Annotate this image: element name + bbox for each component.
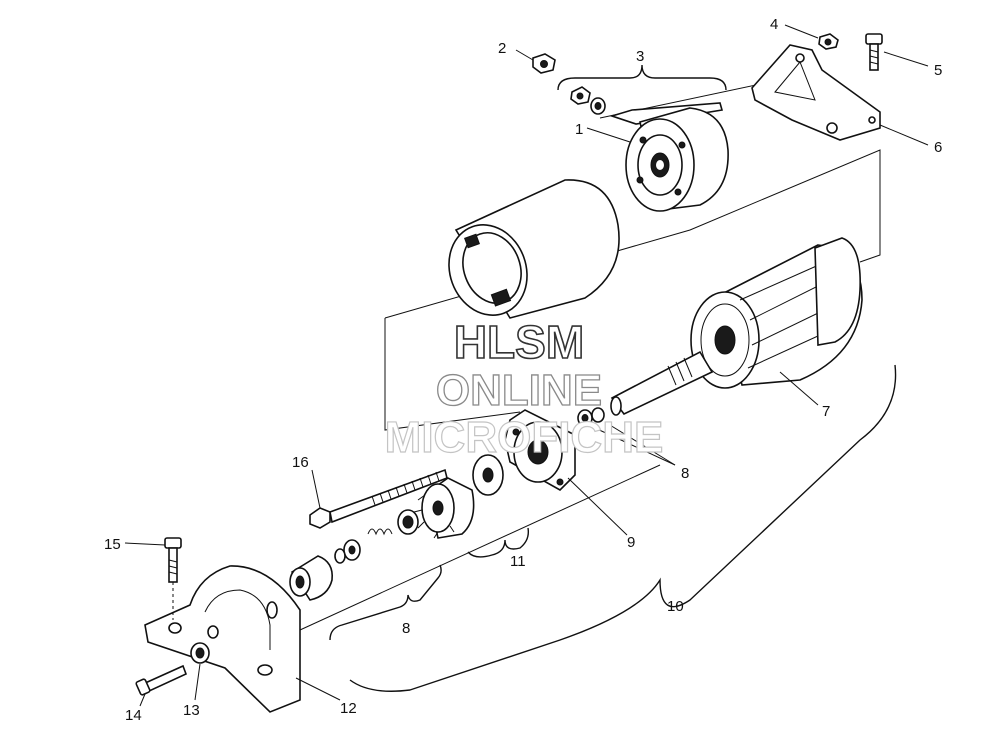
bracket-3 — [557, 64, 727, 91]
callout-4: 4 — [770, 16, 778, 33]
callout-11: 11 — [510, 553, 526, 570]
callout-16: 16 — [292, 454, 309, 471]
bracket-11 — [467, 527, 530, 558]
bolt-part-14 — [135, 664, 188, 696]
callout-1: 1 — [575, 121, 583, 138]
callout-2: 2 — [498, 40, 506, 57]
callout-12: 12 — [340, 700, 357, 717]
bracket-8-lower — [329, 564, 442, 641]
drive-end-plate-part-9 — [472, 409, 576, 496]
pinion-part-11 — [413, 477, 475, 539]
callout-5: 5 — [934, 62, 942, 79]
callout-15: 15 — [104, 536, 121, 553]
callout-8-upper: 8 — [681, 465, 689, 482]
watermark-line-2: ONLINE — [436, 366, 602, 415]
armature-part-7 — [610, 237, 863, 416]
callout-labels: 1 2 3 4 5 6 7 8 8 9 10 11 12 13 14 15 16 — [104, 16, 942, 724]
callout-7: 7 — [822, 403, 830, 420]
washer-part-13 — [190, 642, 210, 664]
callout-10: 10 — [667, 598, 684, 615]
watermark-line-3: MICROFICHE — [385, 413, 664, 462]
spring-washer-set-part-8 — [289, 509, 419, 601]
mounting-bracket-lower — [144, 565, 301, 713]
screw-part-5 — [865, 33, 883, 71]
watermark-line-1: HLSM — [454, 316, 584, 368]
callout-13: 13 — [183, 702, 200, 719]
washers-part-8-upper — [577, 407, 605, 427]
end-cap-part-1 — [625, 107, 729, 212]
bolt-part-15 — [164, 537, 182, 620]
motor-housing — [448, 179, 620, 319]
watermark: HLSM ONLINE MICROFICHE — [384, 315, 664, 462]
leader-lines — [124, 24, 929, 707]
nut-part-4 — [818, 33, 839, 50]
bracket-10 — [349, 364, 897, 692]
callout-3: 3 — [636, 48, 644, 65]
nut-part-2 — [532, 53, 556, 74]
callout-9: 9 — [627, 534, 635, 551]
mounting-bracket-top — [751, 44, 881, 141]
callout-6: 6 — [934, 139, 942, 156]
callout-8-lower: 8 — [402, 620, 410, 637]
callout-14: 14 — [125, 707, 142, 724]
